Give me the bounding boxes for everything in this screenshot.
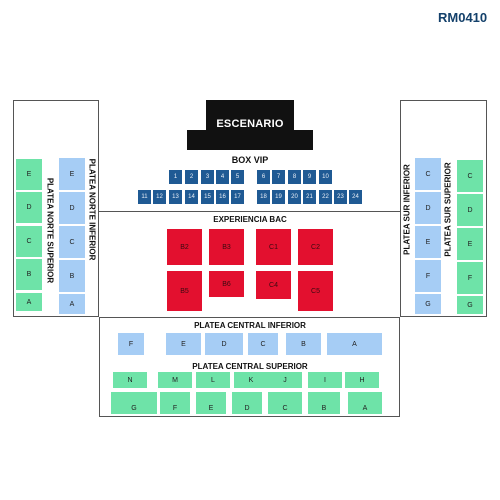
experiencia-section-b6[interactable]: B6 (209, 271, 244, 297)
central-superior-lower-section-c[interactable]: C (268, 392, 302, 414)
vip-box-6[interactable]: 6 (257, 170, 270, 184)
sur-superior-section-d[interactable]: D (457, 194, 483, 226)
central-superior-section-m[interactable]: M (158, 372, 192, 388)
vip-box-1[interactable]: 1 (169, 170, 182, 184)
vip-box-22[interactable]: 22 (319, 190, 332, 204)
vip-box-8[interactable]: 8 (288, 170, 301, 184)
central-superior-section-j[interactable]: J (268, 372, 302, 388)
platea-sur-inferior-label: PLATEA SUR INFERIOR (402, 164, 412, 255)
norte-inferior-section-a[interactable]: A (59, 294, 85, 314)
experiencia-section-b3[interactable]: B3 (209, 229, 244, 265)
central-superior-section-n[interactable]: N (113, 372, 147, 388)
sur-inferior-section-e[interactable]: E (415, 226, 441, 258)
experiencia-section-c4[interactable]: C4 (256, 271, 291, 299)
vip-box-18[interactable]: 18 (257, 190, 270, 204)
central-inferior-section-d[interactable]: D (205, 333, 243, 355)
map-code: RM0410 (438, 10, 488, 25)
floor-divider-bottom (99, 317, 400, 318)
experiencia-section-c1[interactable]: C1 (256, 229, 291, 265)
sur-inferior-section-g[interactable]: G (415, 294, 441, 314)
vip-box-5[interactable]: 5 (231, 170, 244, 184)
sur-superior-section-c[interactable]: C (457, 160, 483, 192)
vip-box-15[interactable]: 15 (201, 190, 214, 204)
norte-superior-section-e[interactable]: E (16, 159, 42, 190)
central-inferior-section-c[interactable]: C (248, 333, 278, 355)
sur-inferior-section-c[interactable]: C (415, 158, 441, 190)
sur-superior-section-e[interactable]: E (457, 228, 483, 260)
vip-box-19[interactable]: 19 (272, 190, 285, 204)
central-superior-lower-section-b[interactable]: B (308, 392, 340, 414)
central-superior-lower-section-d[interactable]: D (232, 392, 262, 414)
central-inferior-section-b[interactable]: B (286, 333, 321, 355)
central-superior-lower-section-a[interactable]: A (348, 392, 382, 414)
central-inferior-section-e[interactable]: E (166, 333, 201, 355)
central-inferior-section-f[interactable]: F (118, 333, 144, 355)
vip-box-13[interactable]: 13 (169, 190, 182, 204)
vip-box-9[interactable]: 9 (303, 170, 316, 184)
central-superior-section-i[interactable]: I (308, 372, 342, 388)
vip-box-10[interactable]: 10 (319, 170, 332, 184)
vip-box-17[interactable]: 17 (231, 190, 244, 204)
platea-norte-superior-label: PLATEA NORTE SUPERIOR (45, 177, 55, 284)
vip-box-16[interactable]: 16 (216, 190, 229, 204)
vip-box-11[interactable]: 11 (138, 190, 151, 204)
sur-superior-section-f[interactable]: F (457, 262, 483, 294)
vip-box-12[interactable]: 12 (153, 190, 166, 204)
platea-central-inferior-label: PLATEA CENTRAL INFERIOR (194, 321, 306, 330)
experiencia-section-b2[interactable]: B2 (167, 229, 202, 265)
central-superior-section-l[interactable]: L (196, 372, 230, 388)
vip-box-14[interactable]: 14 (185, 190, 198, 204)
platea-sur-superior-label: PLATEA SUR SUPERIOR (443, 162, 453, 257)
floor-divider-top (99, 211, 400, 212)
central-inferior-section-a[interactable]: A (327, 333, 382, 355)
norte-superior-section-a[interactable]: A (16, 293, 42, 311)
norte-superior-section-d[interactable]: D (16, 192, 42, 223)
experiencia-section-b5[interactable]: B5 (167, 271, 202, 311)
central-superior-lower-section-f[interactable]: F (160, 392, 190, 414)
platea-norte-inferior-label: PLATEA NORTE INFERIOR (87, 158, 97, 261)
central-superior-lower-section-g[interactable]: G (111, 392, 157, 414)
vip-box-20[interactable]: 20 (288, 190, 301, 204)
experiencia-section-c5[interactable]: C5 (298, 271, 333, 311)
sur-inferior-section-d[interactable]: D (415, 192, 441, 224)
central-superior-section-h[interactable]: H (345, 372, 379, 388)
platea-central-superior-label: PLATEA CENTRAL SUPERIOR (192, 362, 308, 371)
vip-box-2[interactable]: 2 (185, 170, 198, 184)
norte-superior-section-c[interactable]: C (16, 226, 42, 257)
vip-box-24[interactable]: 24 (349, 190, 362, 204)
sur-superior-section-g[interactable]: G (457, 296, 483, 314)
norte-superior-section-b[interactable]: B (16, 259, 42, 290)
stage-label: ESCENARIO (216, 118, 284, 130)
vip-box-21[interactable]: 21 (303, 190, 316, 204)
norte-inferior-section-c[interactable]: C (59, 226, 85, 258)
stage-lower-block (187, 130, 313, 150)
experiencia-bac-label: EXPERIENCIA BAC (213, 215, 287, 224)
norte-inferior-section-b[interactable]: B (59, 260, 85, 292)
stage-upper-block (206, 100, 294, 132)
central-superior-section-k[interactable]: K (234, 372, 268, 388)
norte-inferior-section-d[interactable]: D (59, 192, 85, 224)
box-vip-label: BOX VIP (231, 155, 269, 165)
central-superior-lower-section-e[interactable]: E (196, 392, 226, 414)
vip-box-23[interactable]: 23 (334, 190, 347, 204)
norte-inferior-section-e[interactable]: E (59, 158, 85, 190)
vip-box-7[interactable]: 7 (272, 170, 285, 184)
vip-box-4[interactable]: 4 (216, 170, 229, 184)
vip-box-3[interactable]: 3 (201, 170, 214, 184)
experiencia-section-c2[interactable]: C2 (298, 229, 333, 265)
sur-inferior-section-f[interactable]: F (415, 260, 441, 292)
